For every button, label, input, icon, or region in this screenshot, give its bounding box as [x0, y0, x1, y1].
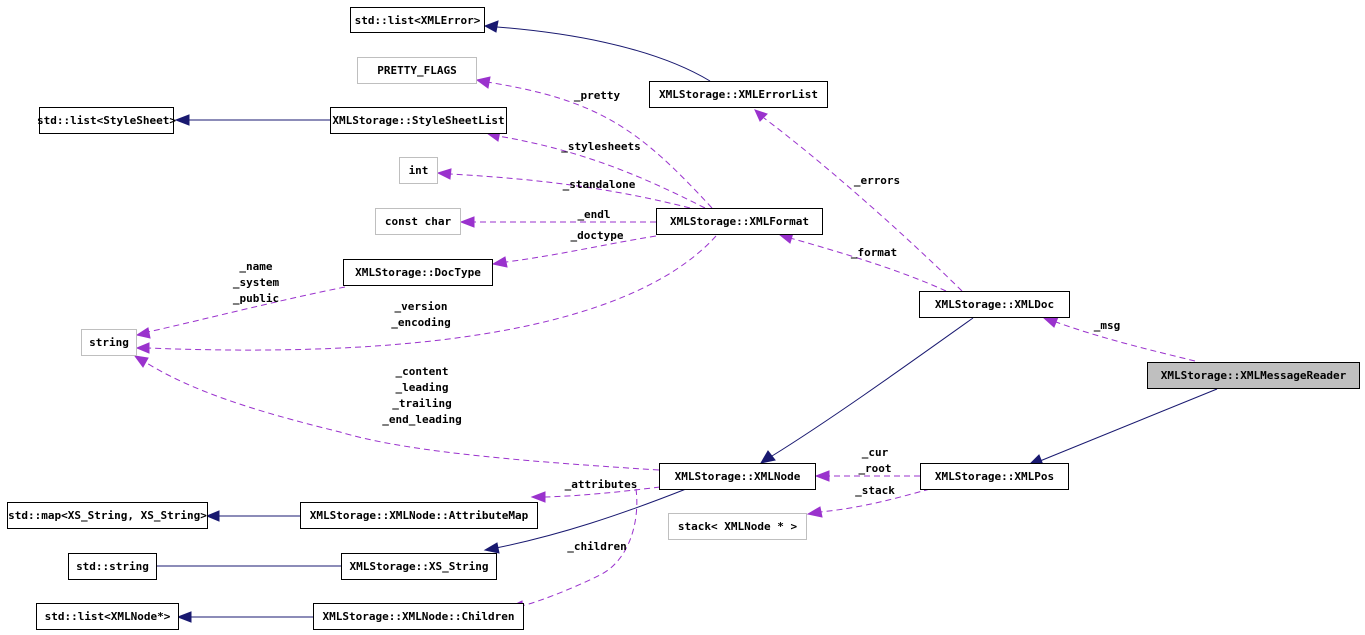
edge-stack: [819, 488, 931, 513]
edge-xmlnode-string: [144, 361, 660, 471]
arrowhead-attributemap: [530, 491, 546, 503]
node-string[interactable]: string: [81, 329, 137, 356]
node-std-list-stylesheet[interactable]: std::list<StyleSheet>: [37, 107, 176, 134]
edge-label-endl: _endl: [577, 208, 611, 221]
edge-xmlnode-uses-xsstring-base: [495, 488, 687, 549]
edge-label-name-system-public: _name _system _public: [232, 260, 280, 305]
edge-attributes: [544, 486, 661, 498]
edge-standalone: [449, 173, 691, 209]
edge-label-cur-root: _cur _root: [858, 446, 892, 475]
node-doctype[interactable]: XMLStorage::DocType: [343, 259, 493, 286]
node-int[interactable]: int: [399, 157, 438, 184]
edge-msg: [1055, 321, 1196, 362]
node-xmlnode[interactable]: XMLStorage::XMLNode: [659, 463, 816, 490]
edge-stylesheets: [497, 135, 706, 209]
edge-label-content-group: _content _leading _trailing _end_leading: [382, 365, 462, 426]
node-std-map[interactable]: std::map<XS_String, XS_String>: [7, 502, 208, 529]
node-xmlerrorlist[interactable]: XMLStorage::XMLErrorList: [649, 81, 828, 108]
node-xs-string[interactable]: XMLStorage::XS_String: [341, 553, 497, 580]
edge-label-version-encoding: _version _encoding: [391, 300, 451, 329]
edge-label-format: _format: [850, 246, 898, 259]
node-xmlmessagereader[interactable]: XMLStorage::XMLMessageReader: [1147, 362, 1360, 389]
arrowhead-xmlnode-self: [814, 470, 830, 482]
edge-pretty: [486, 81, 713, 209]
node-xmlpos[interactable]: XMLStorage::XMLPos: [920, 463, 1069, 490]
node-std-string[interactable]: std::string: [68, 553, 157, 580]
edge-errors: [763, 117, 963, 292]
arrowhead-list-xmlerror: [483, 20, 499, 33]
node-children[interactable]: XMLStorage::XMLNode::Children: [313, 603, 524, 630]
edge-xmlmessagereader-inherits-xmlpos: [1039, 388, 1218, 462]
arrowhead-xmlerrorlist: [754, 109, 768, 122]
edge-label-pretty: _pretty: [573, 89, 621, 102]
arrowhead-pretty-flags: [475, 76, 491, 89]
node-const-char[interactable]: const char: [375, 208, 461, 235]
edge-label-standalone: _standalone: [562, 178, 636, 191]
node-stylesheetlist[interactable]: XMLStorage::StyleSheetList: [330, 107, 507, 134]
node-std-list-xmlnode[interactable]: std::list<XMLNode*>: [36, 603, 179, 630]
edge-label-errors: _errors: [853, 174, 901, 187]
arrowhead-stack: [806, 506, 823, 518]
arrowhead-list-xmlnode: [176, 611, 192, 623]
edge-xmldoc-inherits-xmlnode: [771, 317, 974, 457]
edge-label-stylesheets: _stylesheets: [561, 140, 641, 153]
edge-docttype-string: [147, 286, 346, 333]
edge-doctype: [505, 235, 657, 263]
arrowhead-string-1: [135, 327, 151, 339]
arrowhead-xmldoc: [1042, 316, 1059, 328]
edge-xmlerrorlist-inherits-list: [496, 26, 711, 82]
arrowhead-doctype: [491, 256, 508, 268]
node-xmldoc[interactable]: XMLStorage::XMLDoc: [919, 291, 1070, 318]
node-stack-xmlnode[interactable]: stack< XMLNode * >: [668, 513, 807, 540]
arrowhead-const-char: [459, 216, 475, 228]
node-pretty-flags[interactable]: PRETTY_FLAGS: [357, 57, 477, 84]
edge-format: [789, 237, 947, 292]
edge-xmlformat-string: [147, 235, 717, 351]
arrowhead-std-map: [205, 510, 220, 522]
node-attributemap[interactable]: XMLStorage::XMLNode::AttributeMap: [300, 502, 538, 529]
arrowhead-string-2: [135, 342, 150, 354]
arrowhead-string-3: [133, 355, 149, 368]
edge-label-attributes: _attributes: [564, 478, 638, 491]
edge-label-stack: _stack: [855, 484, 895, 497]
node-std-list-xmlerror[interactable]: std::list<XMLError>: [350, 7, 485, 33]
edge-label-msg: _msg: [1093, 319, 1121, 332]
node-xmlformat[interactable]: XMLStorage::XMLFormat: [656, 208, 823, 235]
arrowhead-xsstring: [483, 542, 500, 554]
edge-label-children: _children: [567, 540, 627, 553]
arrowhead-xmlnode: [759, 450, 776, 464]
arrowhead-int: [436, 168, 452, 180]
edge-label-doctype: _doctype: [570, 229, 624, 242]
arrowhead-list-stylesheet: [174, 114, 190, 126]
